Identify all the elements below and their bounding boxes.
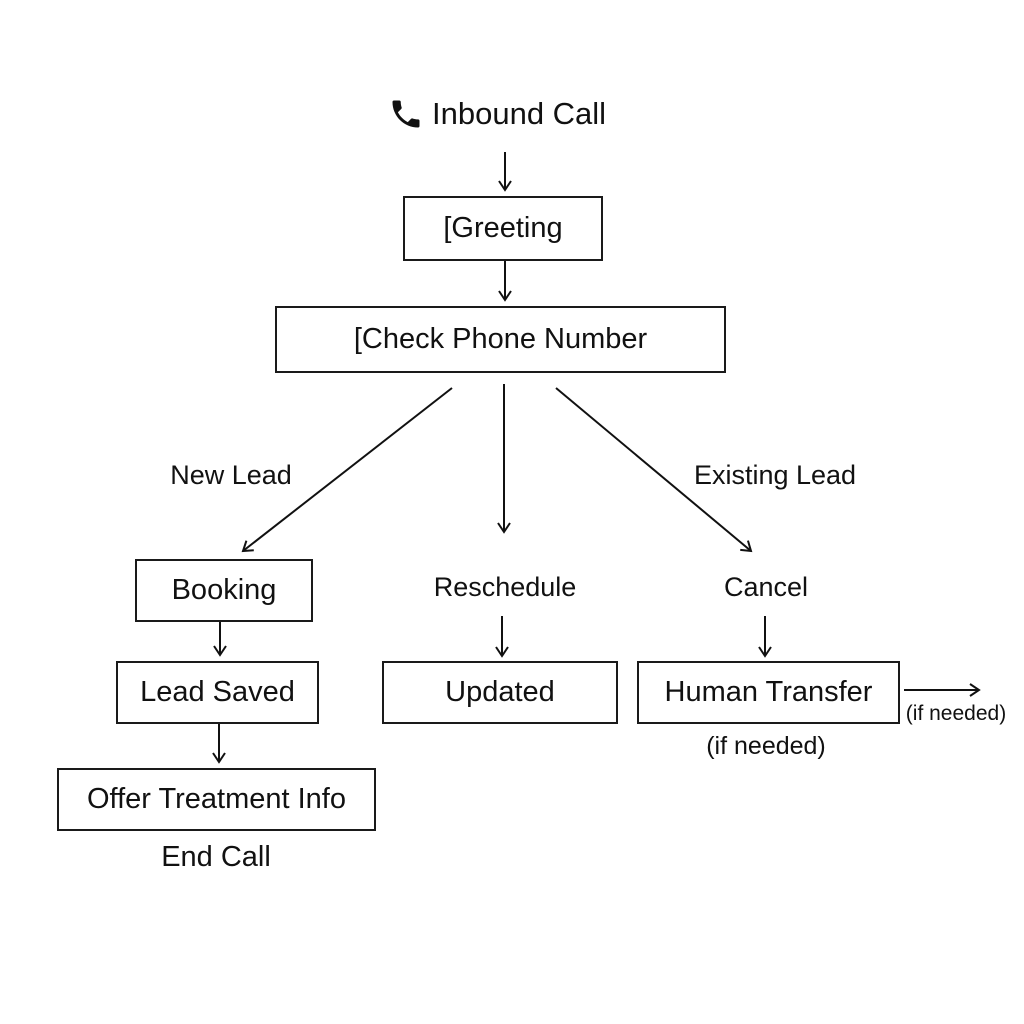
label-cancel: Cancel — [723, 572, 809, 602]
node-check-phone: [Check Phone Number — [275, 306, 726, 373]
node-greeting: [Greeting — [403, 196, 603, 261]
edge-check-booking — [241, 387, 453, 553]
start-node: Inbound Call — [388, 96, 606, 132]
phone-icon — [392, 100, 420, 128]
node-updated: Updated — [382, 661, 618, 724]
edge-check-cancel — [555, 387, 753, 553]
label-existing-lead: Existing Lead — [693, 460, 857, 490]
label-reschedule: Reschedule — [433, 572, 577, 602]
label-if-needed-below: (if needed) — [706, 732, 826, 760]
label-new-lead: New Lead — [170, 460, 292, 490]
label-if-needed-side: (if needed) — [905, 702, 1007, 725]
start-label: Inbound Call — [432, 96, 607, 131]
node-human-transfer: Human Transfer — [637, 661, 900, 724]
node-booking: Booking — [135, 559, 313, 622]
node-offer-treatment: Offer Treatment Info — [57, 768, 376, 831]
label-end-call: End Call — [161, 841, 271, 873]
node-lead-saved: Lead Saved — [116, 661, 319, 724]
